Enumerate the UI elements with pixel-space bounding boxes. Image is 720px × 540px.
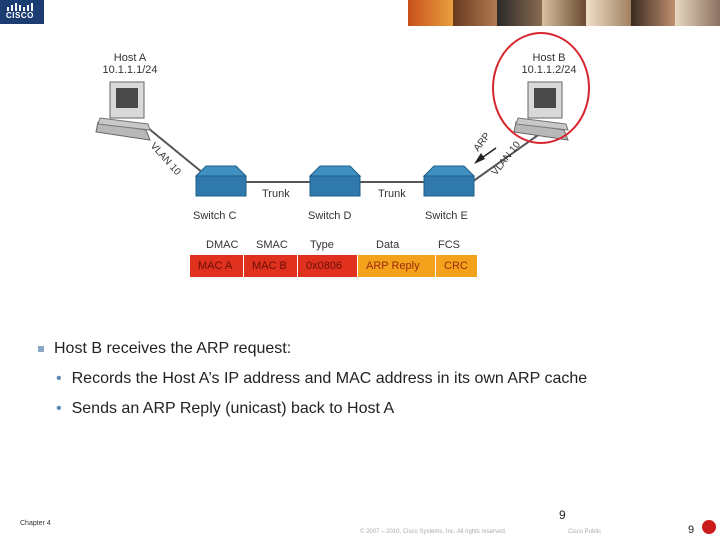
bullet-sub-text: Records the Host A’s IP address and MAC …	[71, 370, 588, 387]
frame-header-row: DMAC SMAC Type Data FCS	[190, 237, 478, 253]
bullet-sub-text: Sends an ARP Reply (unicast) back to Hos…	[71, 400, 395, 417]
highlight-circle	[492, 32, 590, 144]
switch-icon	[422, 165, 476, 197]
header-photo	[452, 0, 498, 26]
square-bullet-icon	[38, 345, 44, 352]
host-a-name: Host A	[113, 52, 147, 64]
host-a-ip: 10.1.1.1/24	[102, 64, 158, 76]
computer-icon	[95, 81, 151, 141]
frame-header-type: Type	[310, 239, 334, 251]
trunk-label-right: Trunk	[378, 188, 406, 200]
page-number-footer: 9	[688, 524, 695, 536]
network-diagram: VLAN 10 VLAN 10 ARP	[95, 32, 590, 197]
vlan-label-left: VLAN 10	[148, 141, 183, 178]
bullet-list: Host B receives the ARP request: • Record…	[38, 340, 698, 430]
bullet-sub: • Sends an ARP Reply (unicast) back to Ho…	[56, 400, 698, 418]
frame-cell-dmac: MAC A	[190, 255, 244, 277]
switch-icon	[194, 165, 248, 197]
frame-header-dmac: DMAC	[206, 239, 239, 251]
dot-bullet-icon: •	[56, 370, 62, 387]
header-photo	[630, 0, 676, 26]
ethernet-frame: MAC A MAC B 0x0806 ARP Reply CRC	[190, 255, 478, 277]
cisco-logo-bars-icon	[7, 3, 33, 11]
switch-icon	[308, 165, 362, 197]
switch-e-label: Switch E	[425, 210, 468, 222]
bullet-main-text: Host B receives the ARP request:	[54, 340, 292, 357]
frame-cell-smac: MAC B	[244, 255, 298, 277]
cisco-logo: CISCO	[0, 0, 44, 24]
host-b-name: Host B	[532, 52, 566, 64]
host-a-label: Host A 10.1.1.1/24	[95, 52, 165, 76]
page-number: 9	[559, 508, 566, 522]
dot-bullet-icon: •	[56, 400, 62, 417]
header-photo	[675, 0, 720, 26]
header-photo	[541, 0, 587, 26]
computer-icon	[513, 81, 569, 141]
frame-header-fcs: FCS	[438, 239, 460, 251]
frame-cell-fcs: CRC	[436, 255, 478, 277]
footer-chapter: Chapter 4	[20, 520, 51, 527]
header-photo-strip	[408, 0, 720, 26]
host-b-label: Host B 10.1.1.2/24	[514, 52, 584, 76]
switch-c-label: Switch C	[193, 210, 237, 222]
bullet-main: Host B receives the ARP request:	[38, 340, 698, 358]
red-dot-icon	[702, 520, 716, 534]
arrowhead-icon	[474, 153, 485, 164]
frame-header-smac: SMAC	[256, 239, 288, 251]
vlan-label-right: VLAN 10	[490, 139, 524, 178]
trunk-label-left: Trunk	[262, 188, 290, 200]
header-photo	[586, 0, 631, 26]
bullet-sub: • Records the Host A’s IP address and MAC…	[56, 370, 698, 388]
footer-classification: Cisco Public	[568, 529, 602, 535]
link-switche-hostb	[471, 127, 549, 183]
host-b-ip: 10.1.1.2/24	[521, 64, 577, 76]
footer-copyright: © 2007 – 2010, Cisco Systems, Inc. All r…	[360, 529, 507, 535]
switch-d-label: Switch D	[308, 210, 352, 222]
frame-header-data: Data	[376, 239, 400, 251]
header-photo	[408, 0, 453, 26]
frame-cell-type: 0x0806	[298, 255, 358, 277]
arp-label: ARP	[472, 131, 494, 154]
logo-text: CISCO	[6, 11, 34, 20]
frame-cell-data: ARP Reply	[358, 255, 436, 277]
header-photo	[497, 0, 542, 26]
